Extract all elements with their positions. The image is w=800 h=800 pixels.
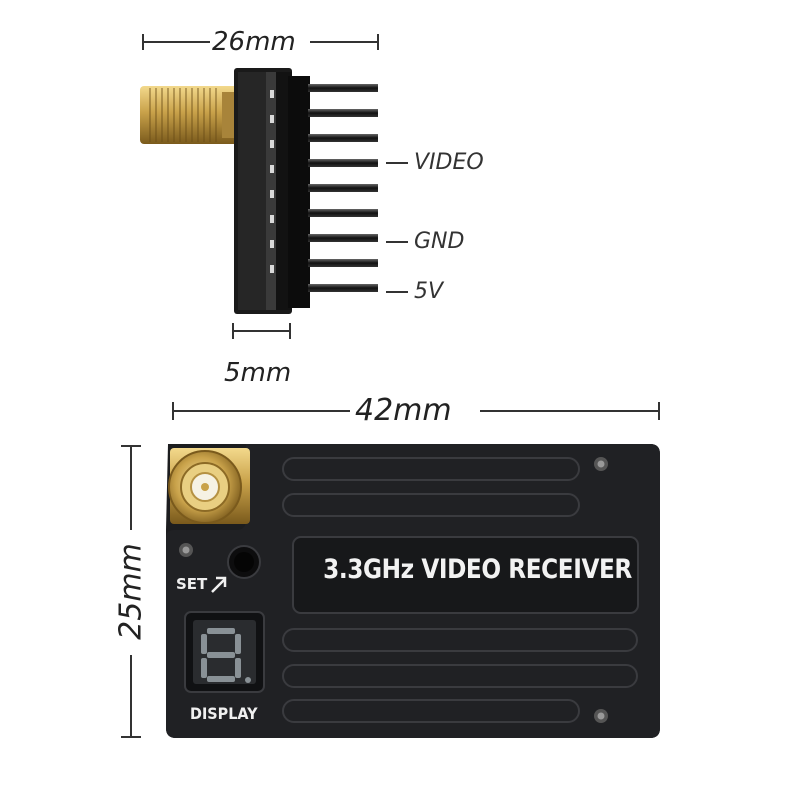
front-panel bbox=[166, 444, 660, 738]
pin-label-gnd: GND bbox=[414, 229, 465, 254]
dimension-42mm-label: 42mm bbox=[355, 393, 452, 428]
seven-segment-display bbox=[184, 611, 265, 693]
sma-connector-side bbox=[140, 86, 238, 144]
dimension-42mm-line bbox=[172, 402, 660, 420]
arrow-up-right-icon bbox=[211, 576, 227, 593]
module-side-body bbox=[234, 68, 310, 314]
display-label: DISPLAY bbox=[190, 704, 258, 723]
panel-title: 3.3GHz VIDEO RECEIVER bbox=[323, 554, 632, 585]
pin-label-5v: 5V bbox=[414, 279, 444, 304]
pin-callouts bbox=[386, 162, 408, 293]
header-pins bbox=[308, 84, 378, 292]
set-label: SET bbox=[176, 575, 208, 593]
dimension-25mm-line bbox=[121, 445, 141, 738]
set-button[interactable] bbox=[227, 545, 261, 579]
sma-connector-front bbox=[168, 448, 250, 524]
dimension-26mm-line bbox=[142, 34, 379, 50]
dimension-5mm-label: 5mm bbox=[224, 358, 292, 388]
pin-label-video: VIDEO bbox=[414, 150, 484, 175]
dimension-26mm-label: 26mm bbox=[212, 27, 296, 57]
dimension-5mm-line bbox=[232, 323, 291, 339]
dimension-25mm-label: 25mm bbox=[113, 543, 149, 640]
